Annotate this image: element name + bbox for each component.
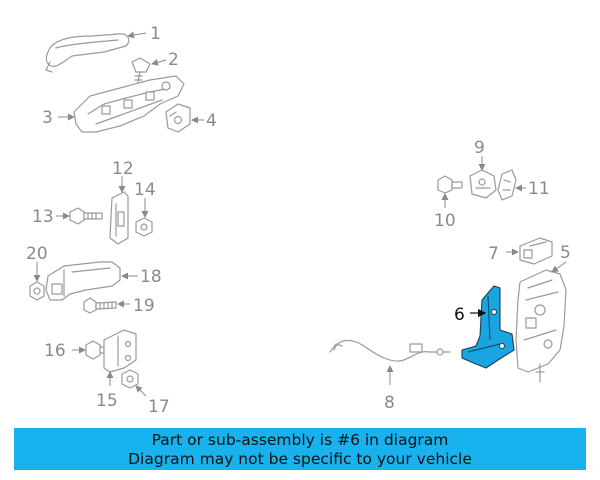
leader-5 — [551, 261, 567, 273]
leader-17 — [135, 385, 147, 397]
part-1-outer-handle — [45, 33, 130, 73]
callout-3: 3 — [42, 108, 53, 128]
callout-20: 20 — [26, 244, 48, 264]
parts-diagram: 1 2 3 4 12 13 — [26, 24, 571, 417]
callout-13: 13 — [32, 207, 54, 227]
part-4-clip — [165, 103, 191, 133]
callout-8: 8 — [384, 393, 395, 413]
info-banner: Part or sub-assembly is #6 in diagram Di… — [14, 428, 586, 470]
callout-18: 18 — [140, 267, 162, 287]
part-7-switch — [519, 237, 553, 265]
part-17-nut — [121, 369, 139, 389]
callout-9: 9 — [474, 138, 485, 158]
leader-1 — [127, 31, 147, 39]
part-20-nut — [29, 281, 45, 301]
part-13-bolt — [69, 207, 103, 225]
callout-11: 11 — [528, 179, 550, 199]
callout-2: 2 — [168, 50, 179, 70]
part-19-bolt — [83, 297, 117, 314]
callout-5: 5 — [560, 243, 571, 263]
callout-4: 4 — [206, 111, 217, 131]
part-12-bracket — [109, 191, 129, 245]
part-15-hinge — [103, 329, 137, 373]
part-3-handle-bracket — [73, 75, 185, 133]
part-8-cable — [329, 339, 451, 362]
part-9-striker — [469, 169, 497, 199]
callout-1: 1 — [150, 24, 161, 44]
part-14-nut — [135, 217, 153, 237]
part-6-highlighted-bracket — [461, 285, 515, 369]
callout-17: 17 — [148, 397, 170, 417]
callout-6: 6 — [454, 305, 465, 325]
part-11-spacer — [497, 169, 517, 201]
callout-7: 7 — [488, 244, 499, 264]
callout-12: 12 — [112, 159, 134, 179]
part-18-door-check — [45, 261, 121, 301]
callout-10: 10 — [434, 211, 456, 231]
part-5-lock-assembly — [515, 269, 567, 383]
banner-line-1: Part or sub-assembly is #6 in diagram — [151, 431, 449, 449]
callout-16: 16 — [44, 341, 66, 361]
part-10-screw — [437, 175, 463, 194]
callout-19: 19 — [133, 296, 155, 316]
callout-14: 14 — [134, 180, 156, 200]
banner-line-2: Diagram may not be specific to your vehi… — [128, 450, 472, 468]
leader-2 — [151, 58, 167, 66]
part-2-screw — [131, 57, 151, 83]
callout-15: 15 — [96, 391, 118, 411]
